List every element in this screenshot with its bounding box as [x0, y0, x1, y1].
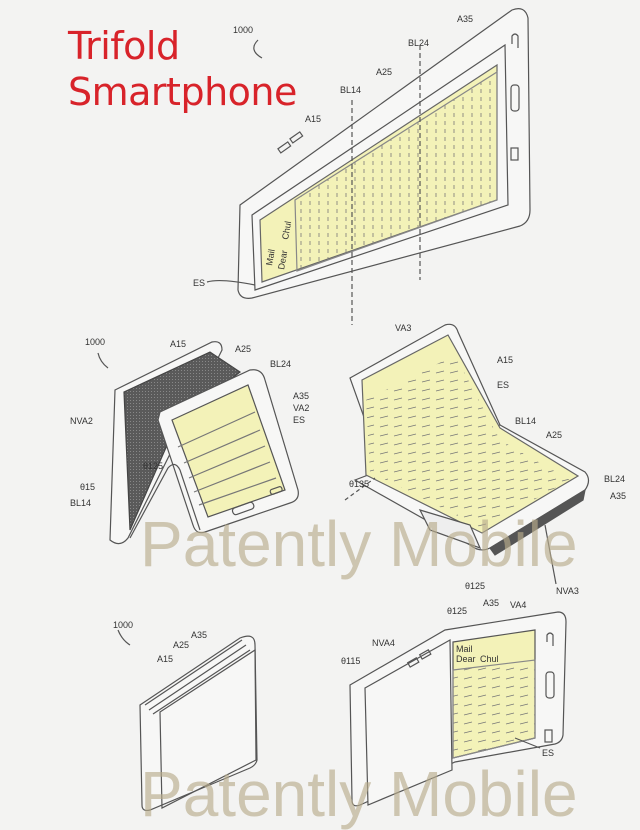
closed-front — [159, 648, 257, 809]
screen-grid — [294, 70, 498, 272]
label-bl24: BL24 — [408, 38, 429, 48]
label-a25: A25 — [173, 640, 189, 650]
label-va3: VA3 — [395, 323, 411, 333]
figure-l-mode — [344, 323, 590, 585]
label-a15: A15 — [157, 654, 173, 664]
leader-nva3 — [544, 524, 557, 585]
label-bl24: BL24 — [604, 474, 625, 484]
label-bl14: BL14 — [340, 85, 361, 95]
label-a35: A35 — [293, 391, 309, 401]
screen-chul: Chul — [480, 654, 499, 664]
label-theta15: θ15 — [80, 482, 95, 492]
screen-dear: Dear — [276, 249, 289, 270]
closed-body — [139, 635, 258, 812]
edge-nva3 — [489, 488, 586, 556]
label-a15: A15 — [170, 339, 186, 349]
arrow-icon — [97, 352, 109, 369]
label-bl14: BL14 — [70, 498, 91, 508]
screen-chul: Chul — [280, 220, 293, 240]
label-ref: 1000 — [85, 337, 105, 347]
label-a35: A35 — [191, 630, 207, 640]
label-nva3: NVA3 — [556, 586, 579, 596]
label-a25: A25 — [546, 430, 562, 440]
label-a15: A15 — [305, 114, 321, 124]
side-button-icon — [289, 131, 304, 144]
label-es: ES — [293, 415, 305, 425]
menu-button-icon — [510, 147, 519, 161]
label-nva4: NVA4 — [372, 638, 395, 648]
phone-bezel — [251, 43, 509, 291]
label-ref: 1000 — [233, 25, 253, 35]
watermark-bottom: Patently Mobile — [140, 758, 578, 830]
label-a35: A35 — [483, 598, 499, 608]
label-bl24: BL24 — [270, 359, 291, 369]
axis-line — [344, 477, 376, 501]
screen-mail: Mail — [264, 248, 277, 266]
screen-grid — [452, 659, 536, 759]
back-button-icon — [511, 33, 519, 48]
label-a35: A35 — [457, 14, 473, 24]
arrow-icon — [253, 39, 263, 59]
label-a25: A25 — [235, 344, 251, 354]
front-screen-lines — [177, 411, 277, 506]
screen-mail: Mail — [456, 644, 473, 654]
folded-panel — [364, 638, 453, 806]
home-button-icon — [231, 501, 255, 516]
closed-top-slots — [144, 639, 251, 715]
side-button-icon — [277, 141, 292, 154]
stand — [418, 509, 482, 550]
home-button-icon — [510, 84, 520, 112]
label-nva2: NVA2 — [70, 416, 93, 426]
side-button-icon — [418, 648, 432, 660]
label-a15: A15 — [497, 355, 513, 365]
leader-es — [514, 737, 541, 749]
side-button-icon — [406, 656, 420, 668]
figure-partially-open — [349, 611, 567, 807]
figure-l-labels: VA3 A15 ES BL14 A25 BL24 A35 NVA3 θ135 θ… — [349, 323, 626, 596]
title-line-1: Trifold — [68, 24, 180, 68]
figure-unfolded-phone — [206, 8, 531, 325]
label-es: ES — [542, 748, 554, 758]
label-a25: A25 — [376, 67, 392, 77]
front-screen — [171, 384, 286, 518]
figure-partially-open-labels: θ125 A35 VA4 NVA4 θ115 ES Mail Dear Chul — [341, 598, 554, 758]
title-line-2: Smartphone — [68, 70, 297, 114]
figure-tent-labels: 1000 A15 A25 BL24 A35 VA2 ES NVA2 θ125 θ… — [70, 337, 309, 508]
label-es: ES — [497, 380, 509, 390]
label-theta125: θ125 — [465, 581, 485, 591]
figure-tent-mode — [97, 341, 299, 545]
label-es: ES — [193, 278, 205, 288]
back-button-icon — [269, 486, 283, 495]
arrow-icon — [117, 629, 131, 646]
menu-button-icon — [544, 729, 553, 743]
label-a35: A35 — [610, 491, 626, 501]
label-va4: VA4 — [510, 600, 526, 610]
label-ref: 1000 — [113, 620, 133, 630]
screen-dear: Dear — [456, 654, 476, 664]
figure-closed — [117, 629, 258, 812]
figure-closed-labels: 1000 A15 A25 A35 — [113, 620, 207, 664]
label-theta115: θ115 — [341, 656, 360, 666]
label-theta135: θ135 — [349, 479, 369, 489]
back-button-icon — [546, 632, 554, 646]
screen-l-grid — [366, 355, 570, 528]
label-va2: VA2 — [293, 403, 309, 413]
label-bl14: BL14 — [515, 416, 536, 426]
leader-es — [206, 279, 256, 286]
home-button-icon — [545, 671, 555, 699]
label-theta125: θ125 — [447, 606, 467, 616]
label-theta125: θ125 — [143, 461, 163, 471]
hinge — [129, 463, 201, 539]
watermark-top: Patently Mobile — [140, 508, 578, 580]
figure-unfolded-labels: 1000 A15 BL14 A25 BL24 A35 ES Mail Dear … — [193, 14, 473, 288]
